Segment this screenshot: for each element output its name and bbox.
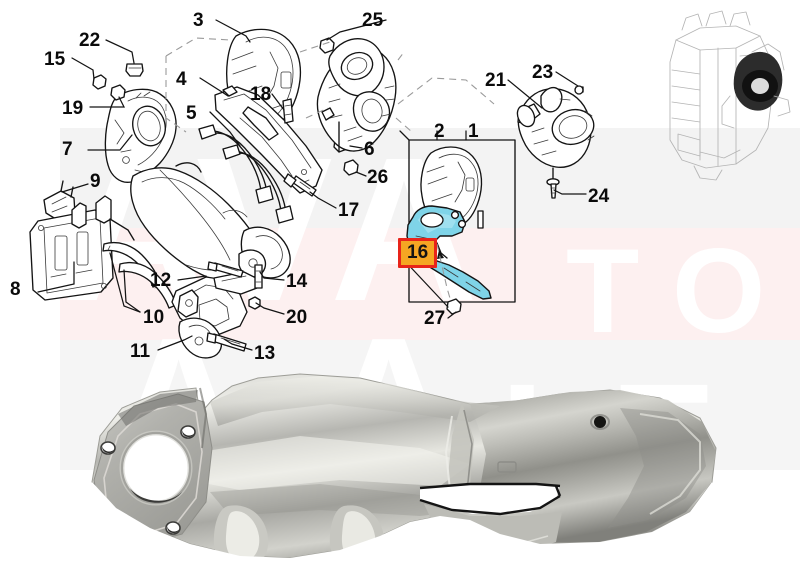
callout-20[interactable]: 20 bbox=[286, 307, 308, 328]
part-5-hoses bbox=[198, 124, 294, 224]
part-27-nut bbox=[446, 298, 462, 315]
part-25-nut bbox=[319, 37, 335, 54]
part-7-catalyst-flange bbox=[104, 88, 177, 183]
callout-21[interactable]: 21 bbox=[485, 70, 507, 91]
part-18-clip bbox=[282, 98, 294, 124]
part-19-nut bbox=[110, 84, 126, 101]
callout-27[interactable]: 27 bbox=[424, 308, 446, 329]
callout-17[interactable]: 17 bbox=[338, 200, 360, 221]
alignment-guides bbox=[165, 37, 495, 133]
callout-26[interactable]: 26 bbox=[367, 167, 389, 188]
part-22-cap-nut bbox=[125, 63, 144, 77]
callout-25[interactable]: 25 bbox=[362, 10, 384, 31]
callout-10[interactable]: 10 bbox=[143, 307, 165, 328]
engine-illustration bbox=[669, 10, 791, 181]
part-17-bolt bbox=[283, 173, 317, 197]
callout-18[interactable]: 18 bbox=[250, 84, 272, 105]
callout-2[interactable]: 2 bbox=[434, 121, 445, 142]
callout-4[interactable]: 4 bbox=[176, 69, 187, 90]
part-12-bolt bbox=[207, 261, 244, 278]
callout-12[interactable]: 12 bbox=[150, 270, 172, 291]
part-8-shield-plate bbox=[29, 195, 135, 301]
callout-22[interactable]: 22 bbox=[79, 30, 101, 51]
callout-16-highlighted[interactable]: 16 bbox=[398, 238, 438, 268]
part-21-egr-valve bbox=[516, 86, 595, 182]
callout-7[interactable]: 7 bbox=[62, 139, 73, 160]
part-9-catalytic-converter-body bbox=[43, 162, 291, 285]
callout-13[interactable]: 13 bbox=[254, 343, 276, 364]
part-14-stud bbox=[254, 264, 263, 289]
part-1-assembly-box bbox=[399, 130, 516, 303]
callout-24[interactable]: 24 bbox=[588, 186, 610, 207]
part-10-clamp-straps bbox=[102, 241, 177, 309]
part-15-nut bbox=[92, 74, 107, 90]
callout-14[interactable]: 14 bbox=[286, 271, 308, 292]
heat-shield-product-photo bbox=[0, 356, 800, 588]
callout-9[interactable]: 9 bbox=[90, 171, 101, 192]
part-16-small-fasteners bbox=[450, 210, 484, 229]
part-23-screw bbox=[574, 85, 584, 95]
leader-lines bbox=[37, 19, 587, 351]
callout-1[interactable]: 1 bbox=[468, 121, 479, 142]
part-24-screw bbox=[546, 178, 560, 199]
callout-8[interactable]: 8 bbox=[10, 279, 21, 300]
heat-shield-photo-graphic bbox=[91, 373, 717, 588]
callout-3[interactable]: 3 bbox=[193, 10, 204, 31]
callout-5[interactable]: 5 bbox=[186, 103, 197, 124]
callout-19[interactable]: 19 bbox=[62, 98, 84, 119]
callout-6[interactable]: 6 bbox=[364, 139, 375, 160]
part-20-nut bbox=[248, 296, 261, 310]
callout-15[interactable]: 15 bbox=[44, 49, 66, 70]
part-2-turbocharger bbox=[316, 37, 397, 153]
part-11-bracket bbox=[171, 271, 258, 359]
part-4-shield-bracket bbox=[214, 85, 323, 194]
callout-23[interactable]: 23 bbox=[532, 62, 554, 83]
callout-11[interactable]: 11 bbox=[130, 341, 151, 362]
part-26-nut bbox=[343, 159, 359, 176]
